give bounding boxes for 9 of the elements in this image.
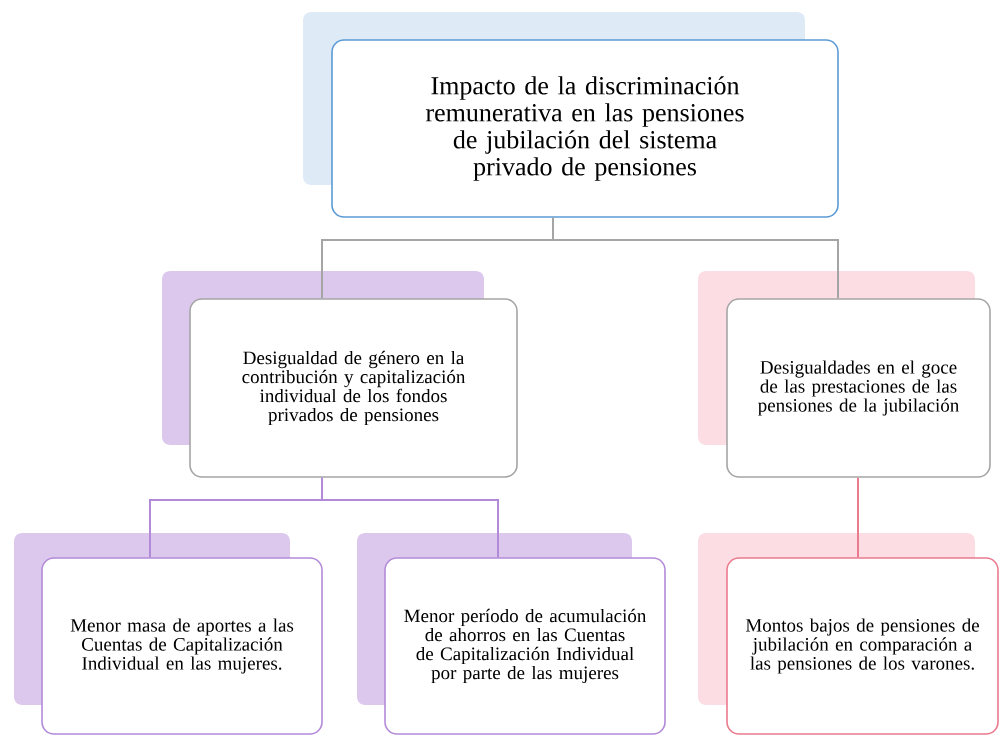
text-box: Menor período de acumulación de ahorros en las Cuentas de Capitalización Individual por parte de las mujeres — [384, 557, 666, 735]
connector-line — [552, 216, 839, 300]
text-box: Impacto de la discriminación remunerativa en las pensiones de jubilación del sistema privado de pensiones — [331, 39, 839, 218]
text-box: Montos bajos de pensiones de jubilación en comparación a las pensiones de los varones. — [726, 557, 999, 735]
text-box: Desigualdad de género en la contribución y capitalización individual de los fondos privados de pensiones — [189, 298, 518, 478]
text-box: Desigualdades en el goce de las prestaciones de las pensiones de la jubilación — [726, 298, 991, 478]
connector-line — [321, 476, 499, 559]
text-box: Menor masa de aportes a las Cuentas de Capitalización Individual en las mujeres. — [41, 557, 323, 735]
connector-line — [857, 476, 859, 559]
